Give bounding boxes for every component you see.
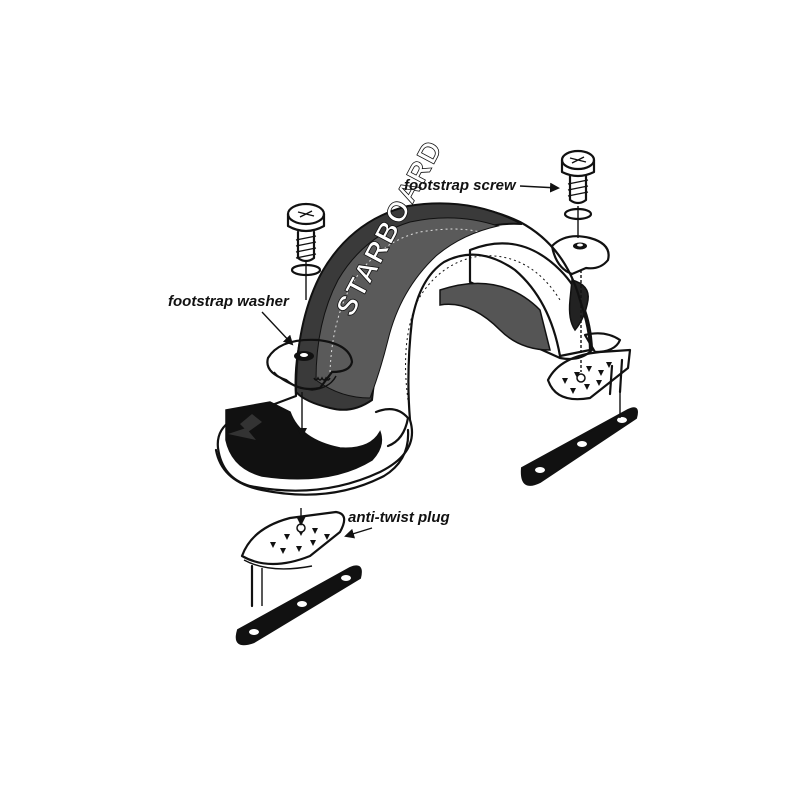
right-footstrap-screw [560,149,596,238]
leader-arrow-washer [261,311,294,346]
label-footstrap-screw: footstrap screw [404,177,517,194]
label-footstrap-screw-group: footstrap screw [404,177,560,194]
left-anti-twist-plug [240,510,346,608]
assembly-guide-lines [296,270,621,526]
label-anti-twist-plug: anti-twist plug [348,509,450,526]
left-footstrap-washer [266,338,354,391]
label-anti-twist-plug-group: anti-twist plug [344,509,450,539]
leader-arrow-plug [344,527,373,539]
label-footstrap-washer-group: footstrap washer [168,293,294,346]
footstrap-body [214,202,622,496]
left-footstrap-screw [286,202,326,300]
leader-arrow-screw [519,182,560,193]
right-footstrap-washer [550,235,610,276]
left-insert-plate [235,565,362,646]
label-footstrap-washer: footstrap washer [168,293,290,310]
right-anti-twist-plug [546,348,632,401]
right-insert-plate [520,407,638,486]
